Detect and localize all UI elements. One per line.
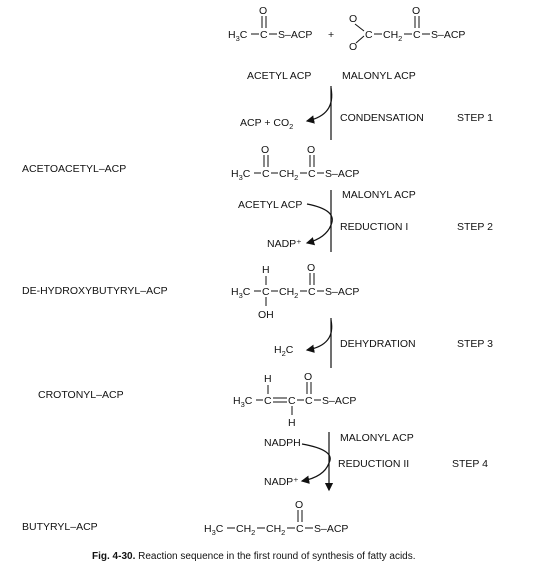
step-2-process: REDUCTION I [340,221,408,233]
step-1-arrow [305,86,333,140]
svg-text:S–ACP: S–ACP [322,395,356,407]
svg-text:O: O [349,13,357,25]
svg-text:C: C [262,168,270,180]
plus-sign: + [328,29,334,41]
svg-text:H: H [262,264,270,276]
svg-text:O: O [295,499,303,511]
step-3-label: STEP 3 [457,338,493,350]
svg-text:H: H [288,417,296,429]
svg-text:S–ACP: S–ACP [431,29,465,41]
svg-text:O: O [307,144,315,156]
hydroxybutyryl-acp-name: DE-HYDROXYBUTYRYL–ACP [22,285,168,297]
step-4-arrow [300,432,334,492]
svg-text:O: O [307,262,315,274]
svg-text:O: O [349,41,357,53]
acetyl-acp-label: ACETYL ACP [247,70,311,82]
svg-text:S–ACP: S–ACP [278,29,312,41]
svg-text:C: C [365,29,373,41]
step-2-arrow [305,190,333,252]
svg-text:O: O [412,5,420,17]
crotonyl-acp-structure: H3C C H C H C O S–ACP [233,371,356,429]
svg-text:C: C [260,29,268,41]
step-4-input: NADPH [264,437,301,449]
svg-text:C: C [264,395,272,407]
svg-text:H3C: H3C [204,523,224,537]
malonyl-acp-structure: O O C CH2 C O S–ACP [349,5,465,53]
svg-text:H3C: H3C [231,168,251,182]
svg-text:H3C: H3C [231,286,251,300]
step-2-side-input: MALONYL ACP [342,189,416,201]
butyryl-acp-name: BUTYRYL–ACP [22,521,98,533]
malonyl-acp-label: MALONYL ACP [342,70,416,82]
step-2-output: NADP⁺ [267,238,302,250]
svg-text:O: O [259,5,267,17]
svg-text:C: C [305,395,313,407]
svg-text:CH2: CH2 [279,168,298,182]
acetoacetyl-acp-name: ACETOACETYL–ACP [22,163,126,175]
svg-text:C: C [262,286,270,298]
step-4-label: STEP 4 [452,458,488,470]
svg-text:OH: OH [258,309,274,321]
step-3-arrow [305,318,333,368]
acetyl-acp-structure: H3C C O S–ACP [228,5,312,43]
step-3-output: H2C [274,344,294,358]
svg-text:H3C: H3C [233,395,253,409]
svg-text:CH2: CH2 [383,29,402,43]
step-1-output: ACP + CO2 [240,117,293,131]
svg-text:C: C [308,168,316,180]
svg-text:CH2: CH2 [236,523,255,537]
svg-text:H: H [264,373,272,385]
step-4-process: REDUCTION II [338,458,409,470]
svg-text:CH2: CH2 [266,523,285,537]
step-1-label: STEP 1 [457,112,493,124]
acetoacetyl-acp-structure: H3C C O CH2 C O S–ACP [231,144,359,182]
svg-text:C: C [413,29,421,41]
svg-text:S–ACP: S–ACP [314,523,348,535]
step-4-side-input: MALONYL ACP [340,432,414,444]
svg-text:C: C [308,286,316,298]
svg-text:O: O [261,144,269,156]
crotonyl-acp-name: CROTONYL–ACP [38,389,124,401]
svg-text:H3C: H3C [228,29,248,43]
svg-text:S–ACP: S–ACP [325,168,359,180]
svg-text:C: C [296,523,304,535]
svg-text:CH2: CH2 [279,286,298,300]
step-4-output: NADP⁺ [264,476,299,488]
step-2-input: ACETYL ACP [238,199,302,211]
step-2-label: STEP 2 [457,221,493,233]
step-1-process: CONDENSATION [340,112,424,124]
hydroxybutyryl-acp-structure: H3C C H OH CH2 C O S–ACP [231,262,359,321]
svg-text:C: C [288,395,296,407]
step-3-process: DEHYDRATION [340,338,416,350]
svg-text:O: O [304,371,312,383]
butyryl-acp-structure: H3C CH2 CH2 C O S–ACP [204,499,348,537]
figure-caption: Fig. 4-30. Reaction sequence in the firs… [92,551,416,562]
svg-text:S–ACP: S–ACP [325,286,359,298]
